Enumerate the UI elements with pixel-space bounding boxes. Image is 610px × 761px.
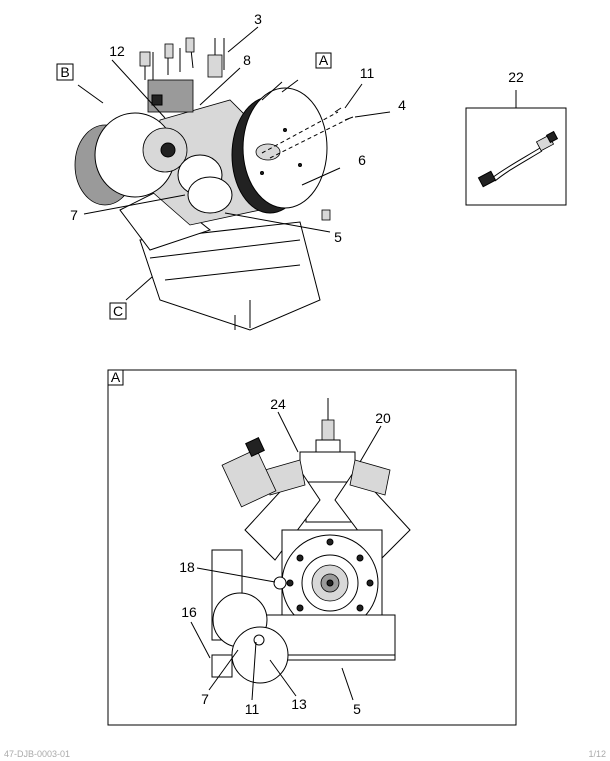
callout-7: 7 (70, 207, 78, 223)
callout-24: 24 (270, 396, 286, 412)
callout-13: 13 (291, 696, 307, 712)
callout-12: 12 (109, 43, 125, 59)
callout-7b: 7 (201, 691, 209, 707)
view-ref-a: A (315, 52, 332, 69)
callout-11b: 11 (245, 701, 260, 717)
callout-16: 16 (181, 604, 197, 620)
callout-8: 8 (243, 52, 251, 68)
svg-text:C: C (113, 303, 123, 319)
callout-4: 4 (398, 97, 406, 113)
compressor-assembly-top (74, 37, 354, 331)
detail-inset-22: 22 (465, 69, 567, 206)
view-a-leaders (190, 411, 382, 701)
svg-text:A: A (319, 52, 329, 68)
callout-18: 18 (179, 559, 195, 575)
view-ref-b: B (56, 63, 74, 81)
callout-20: 20 (375, 410, 391, 426)
svg-text:B: B (60, 64, 69, 80)
compressor-front-view (211, 398, 411, 684)
top-leaders (77, 26, 391, 301)
callout-5b: 5 (353, 701, 361, 717)
callout-5: 5 (334, 229, 342, 245)
callout-22: 22 (508, 69, 524, 85)
callout-6: 6 (358, 152, 366, 168)
view-ref-c: C (109, 302, 127, 320)
callout-11: 11 (360, 65, 375, 81)
callout-3: 3 (254, 11, 262, 27)
footer-page: 1/12 (588, 749, 606, 759)
svg-text:A: A (111, 369, 121, 385)
footer-drawing-id: 47-DJB-0003-01 (4, 749, 70, 759)
